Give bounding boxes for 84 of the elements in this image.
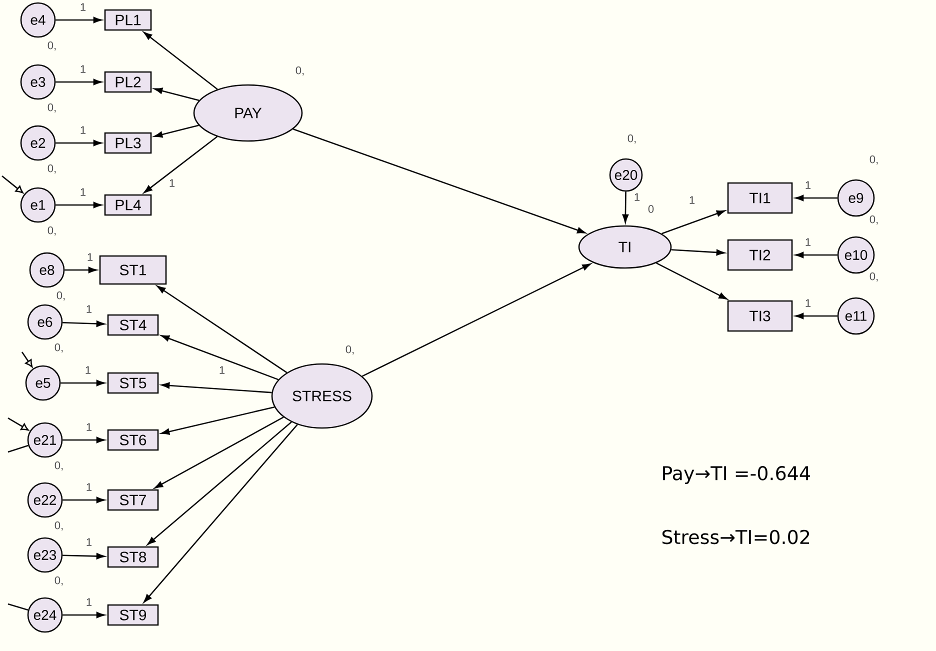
arrow <box>795 312 838 320</box>
arrow <box>56 16 102 24</box>
edge-label: 1 <box>690 196 695 204</box>
arrow <box>60 380 105 386</box>
edge-label: 1 <box>86 483 92 491</box>
indicator-box: TI2 <box>727 239 793 271</box>
arrow <box>795 252 838 258</box>
edge-label: 1 <box>806 299 811 307</box>
arrow <box>144 136 218 194</box>
value-label: 0, <box>870 272 878 282</box>
arrow <box>293 128 586 234</box>
indicator-box: PL4 <box>104 194 152 216</box>
arrow <box>144 424 298 603</box>
arrow <box>64 266 97 274</box>
indicator-box: TI3 <box>727 300 793 332</box>
value-label: 0, <box>870 215 878 225</box>
value-label: 0, <box>48 226 56 236</box>
edge-label: 1 <box>634 193 640 201</box>
value-label: 0, <box>48 164 56 174</box>
edge-label: 1 <box>80 65 86 73</box>
value-label: 0, <box>54 461 63 471</box>
arrow <box>662 210 726 234</box>
arrow <box>56 140 102 146</box>
edge-label: 1 <box>80 3 86 11</box>
edge-label: 1 <box>86 305 92 313</box>
edge-label: 1 <box>88 253 93 261</box>
arrow <box>622 192 629 223</box>
value-label: 0, <box>346 345 354 355</box>
indicator-box: PL2 <box>104 71 152 93</box>
arrow <box>362 263 591 377</box>
value-label: 0, <box>54 343 63 353</box>
value-label: 0 <box>648 205 654 213</box>
arrow <box>156 286 288 374</box>
arrow <box>795 194 838 202</box>
arrow <box>21 352 33 368</box>
edge-label: 1 <box>220 366 225 374</box>
value-label: 0, <box>870 155 878 165</box>
edge-label: 1 <box>86 366 91 374</box>
arrow <box>2 176 24 194</box>
indicator-box: ST8 <box>107 546 159 568</box>
edge-label: 1 <box>86 538 92 546</box>
value-label: 0, <box>54 521 63 531</box>
edge-label: 1 <box>86 423 92 431</box>
value-label: 0, <box>296 66 304 76</box>
arrow <box>671 249 725 256</box>
edge-label: 1 <box>170 179 175 187</box>
arrow <box>62 612 105 618</box>
value-label: 0, <box>54 576 63 586</box>
indicator-box: ST6 <box>107 429 159 451</box>
arrow <box>62 496 105 504</box>
arrow <box>144 32 218 90</box>
arrow <box>154 88 200 101</box>
arrow <box>656 262 728 300</box>
edge-label: 1 <box>806 181 811 189</box>
indicator-box: ST7 <box>107 489 159 511</box>
arrow <box>154 416 284 488</box>
result-note: Stress→TI=0.02 <box>662 530 810 544</box>
arrow <box>154 124 199 138</box>
arrow <box>62 436 105 444</box>
indicator-box: PL1 <box>104 9 152 31</box>
value-label: 0, <box>56 291 65 301</box>
value-label: 0, <box>48 103 56 113</box>
indicator-box: ST5 <box>107 372 159 394</box>
arrow <box>160 335 278 380</box>
arrow <box>62 320 105 327</box>
edge-label: 1 <box>86 598 92 606</box>
indicator-box: ST9 <box>107 604 159 626</box>
edge-label: 1 <box>806 238 811 246</box>
arrow <box>147 422 292 545</box>
arrow <box>8 417 29 431</box>
arrow <box>56 202 102 208</box>
edge-label: 1 <box>80 188 86 196</box>
indicator-box: ST1 <box>99 255 167 285</box>
indicator-box: TI1 <box>727 182 793 214</box>
arrow <box>161 382 272 394</box>
arrow <box>62 553 105 560</box>
result-note: Pay→TI =-0.644 <box>663 466 810 484</box>
edge-label: 1 <box>80 126 86 134</box>
value-label: 0, <box>48 41 56 51</box>
indicator-box: PL3 <box>104 132 152 154</box>
arrow <box>161 406 275 435</box>
arrow <box>56 78 102 86</box>
value-label: 0, <box>628 134 636 144</box>
indicator-box: ST4 <box>107 314 159 336</box>
